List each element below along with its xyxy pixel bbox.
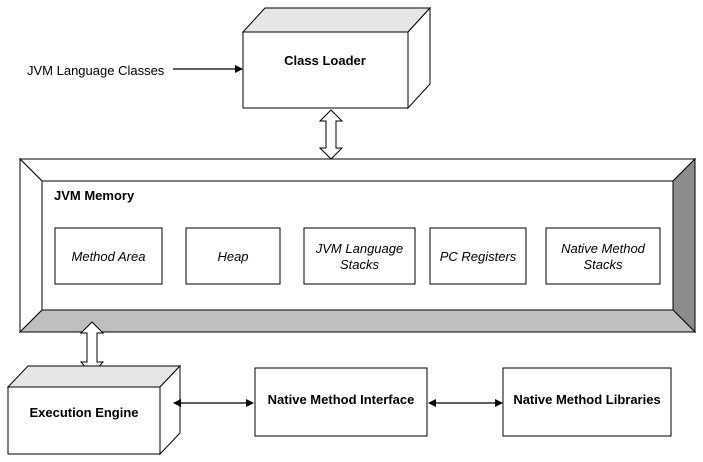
class-loader-memory-double-arrow [318,109,344,160]
memory-area-box [54,227,163,285]
execution-engine-box: Execution Engine [6,364,182,456]
input-label: JVM Language Classes [27,63,165,78]
memory-area-label: Method Area [72,249,146,264]
execution-engine-label: Execution Engine [29,405,138,420]
memory-area-box [429,227,527,285]
memory-area-box [303,227,416,285]
class-loader-box: Class Loader [241,6,432,110]
native-method-interface-label: Native Method Interface [268,392,415,407]
memory-area-label: JVM Language [315,241,403,256]
memory-area-label: Heap [217,249,248,264]
memory-area-box [185,227,281,285]
native-method-libraries-box: Native Method Libraries [502,367,672,437]
native-method-libraries-label: Native Method Libraries [513,392,660,407]
class-loader-label: Class Loader [284,53,366,68]
memory-area-heap: Heap [185,227,281,285]
jvm-memory-title: JVM Memory [54,188,135,203]
memory-area-label: Stacks [583,257,623,272]
memory-area-method-area: Method Area [54,227,163,285]
memory-area-box [545,227,661,285]
memory-area-label: Stacks [340,257,380,272]
memory-area-label: Native Method [561,241,646,256]
native-method-interface-box: Native Method Interface [254,367,428,437]
memory-area-pc-registers: PC Registers [429,227,527,285]
memory-area-label: PC Registers [440,249,517,264]
